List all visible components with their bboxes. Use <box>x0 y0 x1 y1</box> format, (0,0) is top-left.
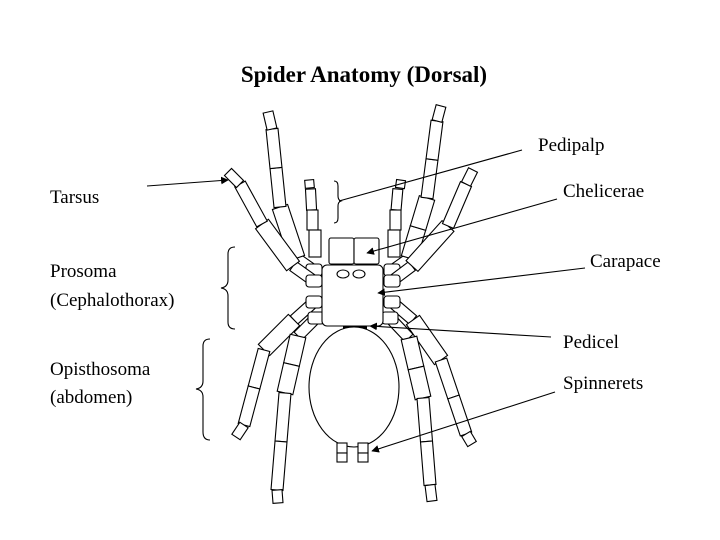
label-prosoma: Prosoma <box>50 261 117 282</box>
opisthosoma-bracket <box>195 338 211 441</box>
pedicel-pointer <box>369 322 552 338</box>
leg-right-2-segment <box>441 180 473 230</box>
chelicerae-pointer <box>366 198 558 255</box>
leg-right-1-segment <box>409 195 436 231</box>
leg-left-3-coxa <box>305 295 323 309</box>
leg-right-4-segment <box>407 365 432 401</box>
leg-right-4-segment <box>424 483 438 503</box>
spinnerets <box>336 442 369 463</box>
leg-left-4 <box>270 311 325 504</box>
leg-left-4-segment <box>274 391 292 443</box>
pedipalp-left <box>304 178 322 258</box>
leg-left-2 <box>223 167 323 288</box>
leg-left-1 <box>262 110 323 277</box>
leg-left-1-segment <box>265 127 283 170</box>
abdomen <box>308 326 400 448</box>
leg-right-3-segment <box>460 430 478 448</box>
leg-right-1-segment <box>431 104 447 123</box>
leg-left-3-segment <box>237 385 261 428</box>
diagram-title: Spider Anatomy (Dorsal) <box>241 62 487 87</box>
eyes <box>336 269 366 279</box>
leg-right-4-segment <box>419 440 437 487</box>
label-spinnerets: Spinnerets <box>563 373 643 394</box>
leg-left-2-coxa <box>305 274 323 288</box>
label-carapace: Carapace <box>590 251 661 272</box>
label-pedipalp: Pedipalp <box>538 135 605 156</box>
leg-left-4-segment <box>271 489 284 504</box>
pedipalps <box>304 178 407 258</box>
leg-right-2-coxa <box>383 274 401 288</box>
label-tarsus: Tarsus <box>50 187 99 208</box>
leg-right-1-segment <box>425 119 444 161</box>
leg-right-3 <box>383 295 478 448</box>
leg-right-2-segment <box>460 167 479 187</box>
tarsus-pointer <box>146 176 229 187</box>
leg-left-4-segment <box>270 440 288 492</box>
leg-left-3 <box>231 295 323 441</box>
leg-left-1-segment <box>269 166 287 209</box>
leg-left-3-segment <box>247 347 271 390</box>
carapace-pointer <box>377 267 586 296</box>
leg-right-1-segment <box>420 158 439 200</box>
spinnerets-pointer <box>371 391 556 453</box>
pedipalp-bracket <box>333 180 343 224</box>
leg-left-2-segment <box>223 167 245 189</box>
pedipalp-right <box>387 178 407 258</box>
leg-left-4-segment <box>276 362 300 396</box>
leg-right-3-segment <box>434 357 460 400</box>
prosoma-bracket <box>220 246 236 330</box>
label-abdomen: (abdomen) <box>50 387 132 408</box>
leg-right-3-coxa <box>383 295 401 309</box>
leg-left-3-segment <box>231 421 249 441</box>
label-opisthosoma: Opisthosoma <box>50 359 151 380</box>
spider-legs <box>223 104 479 504</box>
leg-right-4 <box>381 311 438 503</box>
label-pedicel: Pedicel <box>563 332 619 353</box>
pedipalp-pointer <box>338 149 523 202</box>
leg-right-3-segment <box>447 394 473 437</box>
leg-left-1-segment <box>262 110 278 131</box>
chelicerae <box>328 237 380 265</box>
leg-left-2-segment <box>233 180 269 228</box>
leg-right-2 <box>383 167 479 288</box>
label-chelicerae: Chelicerae <box>563 181 644 202</box>
leg-right-1 <box>383 104 447 277</box>
leg-right-4-coxa <box>381 311 399 325</box>
label-cephalothorax: (Cephalothorax) <box>50 290 175 311</box>
